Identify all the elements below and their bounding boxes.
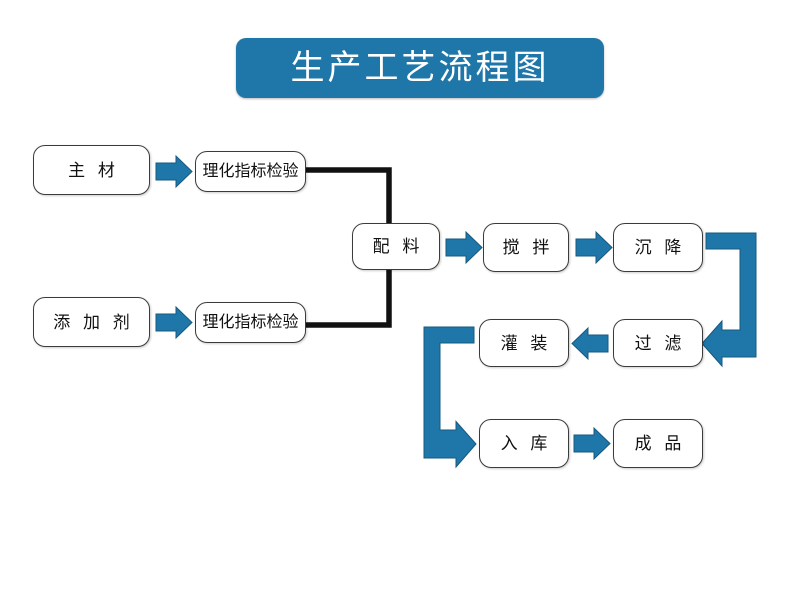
node-stirring[interactable]: 搅 拌: [483, 223, 569, 272]
node-inspection-main-material[interactable]: 理化指标检验: [195, 151, 306, 192]
node-stirring-label: 搅 拌: [502, 238, 554, 257]
node-filling-label: 灌 装: [500, 333, 552, 353]
node-inspection-additive[interactable]: 理化指标检验: [195, 302, 306, 343]
connector-inspection-top-to-batching: [306, 167, 392, 225]
node-finished-goods-label: 成 品: [634, 434, 686, 453]
node-inspection-main-material-label: 理化指标检验: [202, 162, 299, 180]
arrow-filling-to-warehousing: [423, 326, 477, 469]
arrow-additive-to-inspection: [155, 305, 193, 340]
arrow-sedimentation-to-filtration: [701, 232, 757, 368]
arrow-main-material-to-inspection: [155, 154, 193, 189]
node-main-material[interactable]: 主 材: [33, 145, 150, 195]
node-additive-label: 添 加 剂: [53, 312, 134, 332]
node-finished-goods[interactable]: 成 品: [613, 419, 703, 468]
connector-inspection-bottom-to-batching: [306, 268, 392, 328]
arrow-stirring-to-sedimentation: [575, 230, 613, 265]
node-sedimentation[interactable]: 沉 降: [613, 223, 703, 272]
node-inspection-additive-label: 理化指标检验: [202, 313, 299, 331]
node-additive[interactable]: 添 加 剂: [33, 297, 150, 347]
node-batching[interactable]: 配 料: [352, 223, 440, 270]
node-warehousing-label: 入 库: [500, 434, 552, 453]
arrow-filtration-to-filling: [571, 326, 609, 361]
chart-title-text: 生产工艺流程图: [290, 49, 550, 87]
node-filtration[interactable]: 过 滤: [613, 319, 703, 367]
node-batching-label: 配 料: [372, 237, 424, 256]
node-filling[interactable]: 灌 装: [479, 319, 569, 367]
node-filtration-label: 过 滤: [634, 333, 686, 353]
arrow-batching-to-stirring: [445, 230, 483, 265]
node-main-material-label: 主 材: [68, 160, 119, 180]
node-sedimentation-label: 沉 降: [634, 238, 686, 257]
arrow-warehousing-to-finished-goods: [573, 426, 611, 461]
chart-title-banner: 生产工艺流程图: [236, 38, 604, 98]
node-warehousing[interactable]: 入 库: [479, 419, 569, 468]
